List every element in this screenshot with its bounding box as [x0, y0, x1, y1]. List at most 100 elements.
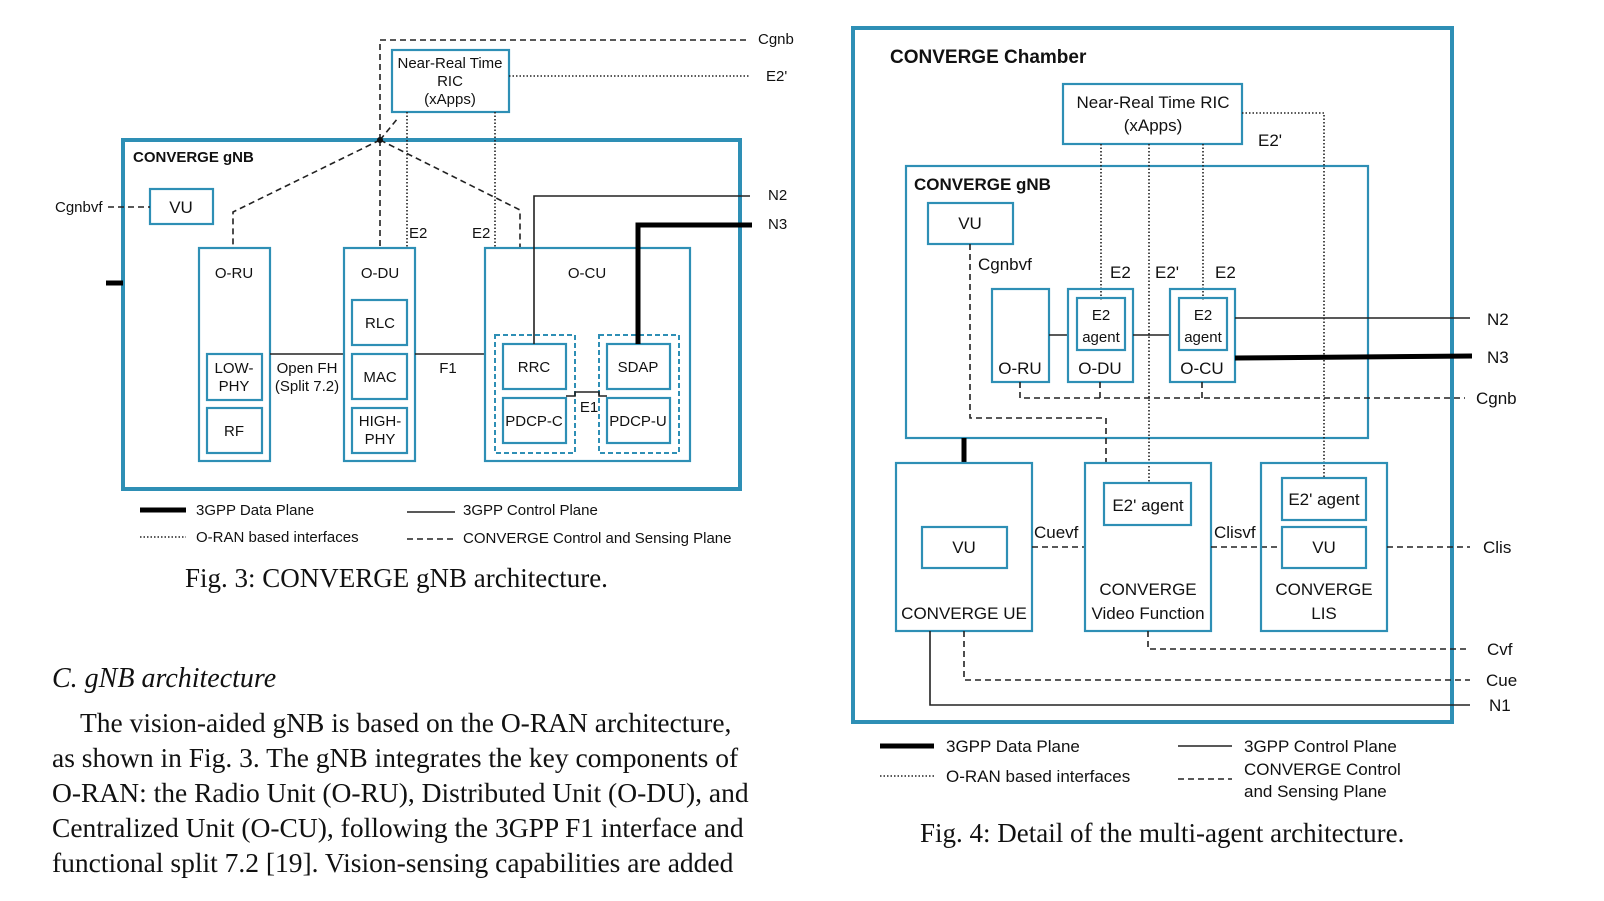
- fig3-odu-label: O-DU: [361, 265, 399, 282]
- fig4-ue-label: CONVERGE UE: [901, 604, 1027, 623]
- fig4-vf-agent-label: E2' agent: [1112, 496, 1184, 515]
- fig3-ctrl-ric: [379, 117, 399, 141]
- fig4-frame-label: CONVERGE Chamber: [890, 47, 1087, 68]
- fig3-up-group: [598, 334, 680, 454]
- fig3-vu-label: VU: [169, 198, 193, 217]
- fig4-lis-agent-label: E2' agent: [1288, 490, 1360, 509]
- fig4-oru-label: O-RU: [998, 359, 1041, 378]
- fig4-gnb-frame: [904, 164, 1370, 440]
- fig3-ctrl-oru: [232, 139, 381, 248]
- fig4-ue-vu-box: [920, 525, 1009, 570]
- fig4-odu-agent-box: [1075, 296, 1127, 352]
- paragraph-line-5: functional split 7.2 [19]. Vision-sensin…: [52, 847, 734, 878]
- fig3-gnb-frame: [121, 138, 742, 491]
- fig3-ctrl-ocu: [379, 139, 521, 248]
- fig3-legend-data: 3GPP Data Plane: [196, 502, 314, 519]
- fig3-pdcpu-box: [605, 396, 672, 445]
- fig3-e1-label: E1: [580, 399, 598, 416]
- fig4-legend-conv-l1: CONVERGE Control: [1244, 760, 1401, 779]
- fig3-cgnbvf-label: Cgnbvf: [55, 199, 103, 216]
- fig3-pdcpc-box: [501, 396, 568, 445]
- fig3-n2-line: [533, 195, 750, 344]
- fig3-lowphy-l2: PHY: [219, 378, 250, 395]
- fig3-e2b-label: E2: [472, 225, 490, 242]
- fig4-e2-right: E2: [1215, 263, 1236, 282]
- fig4-odu-agent-l2: agent: [1082, 329, 1120, 346]
- fig4-gnb-label: CONVERGE gNB: [914, 175, 1051, 194]
- fig4-cgnb-line: [1019, 382, 1465, 399]
- fig3-cp-group: [494, 334, 576, 454]
- fig3-ric-line1: Near-Real Time: [397, 55, 502, 72]
- fig4-n3-line: [1234, 353, 1473, 361]
- fig4-e2p-mid: E2': [1155, 263, 1179, 282]
- fig4-cue-line: [963, 631, 1470, 681]
- fig4-clisvf-label: Clisvf: [1214, 523, 1256, 542]
- fig3-lowphy-box: [205, 352, 264, 402]
- fig4-cue-label: Cue: [1486, 671, 1517, 690]
- fig3-legend-conv: CONVERGE Control and Sensing Plane: [463, 530, 731, 547]
- fig4-legend-data: 3GPP Data Plane: [946, 737, 1080, 756]
- fig4-vf-label-l1: CONVERGE: [1099, 580, 1196, 599]
- fig3-ric-line3: (xApps): [424, 91, 476, 108]
- fig3-cgnb-line: [379, 39, 750, 140]
- fig3-f1-label: F1: [439, 360, 457, 377]
- fig4-ric-l1: Near-Real Time RIC: [1076, 93, 1229, 112]
- fig3-lowphy-l1: LOW-: [215, 360, 254, 377]
- fig3-junction: [377, 137, 383, 143]
- fig3-ocu-box: [483, 246, 692, 463]
- fig3-highphy-box: [350, 406, 409, 455]
- fig4-ue-vu-label: VU: [952, 538, 976, 557]
- fig4-vf-label-l2: Video Function: [1091, 604, 1204, 623]
- fig4-vu-label: VU: [958, 214, 982, 233]
- fig4-e2-left: E2: [1110, 263, 1131, 282]
- fig4-ric-box: [1061, 82, 1244, 146]
- fig3-n3-line: [635, 222, 752, 344]
- fig4-ric-l2: (xApps): [1124, 116, 1183, 135]
- fig4-legend-conv-l2: and Sensing Plane: [1244, 782, 1387, 801]
- fig4-cvf-line: [1147, 631, 1470, 650]
- fig3-mac-label: MAC: [363, 369, 397, 386]
- fig3-ric-line2: RIC: [437, 73, 463, 90]
- fig3-pdcpc-label: PDCP-C: [505, 413, 563, 430]
- fig4-diagram: CONVERGE Chamber Near-Real Time RIC (xAp…: [851, 26, 1517, 801]
- fig4-lis-vu-label: VU: [1312, 538, 1336, 557]
- paragraph-line-2: as shown in Fig. 3. The gNB integrates t…: [52, 742, 739, 773]
- fig3-openfh-l1: Open FH: [277, 360, 338, 377]
- fig4-n2-label: N2: [1487, 310, 1509, 329]
- fig4-ocu-agent-box: [1177, 296, 1229, 352]
- fig4-n1-line: [929, 631, 1470, 706]
- fig4-lis-label-l2: LIS: [1311, 604, 1337, 623]
- fig3-highphy-l1: HIGH-: [359, 413, 402, 430]
- fig4-cgnbvf-label: Cgnbvf: [978, 255, 1032, 274]
- fig4-cvf-label: Cvf: [1487, 640, 1513, 659]
- fig3-diagram: CONVERGE gNB Near-Real Time RIC (xApps) …: [55, 31, 794, 547]
- fig3-e2a-label: E2: [409, 225, 427, 242]
- fig3-e2p-label: E2': [766, 68, 787, 85]
- fig4-cgnbvf-line: [969, 244, 1107, 463]
- fig3-rf-label: RF: [224, 423, 244, 440]
- fig4-chamber-frame: [851, 26, 1454, 724]
- fig4-cuevf-label: Cuevf: [1034, 523, 1079, 542]
- fig3-e1-line: [566, 391, 607, 397]
- fig3-openfh-l2: (Split 7.2): [275, 378, 339, 395]
- fig3-mac-box: [350, 352, 409, 401]
- fig3-oru-label: O-RU: [215, 265, 253, 282]
- fig3-cgnb-label: Cgnb: [758, 31, 794, 48]
- fig4-ocu-agent-l1: E2: [1194, 307, 1212, 324]
- fig3-n3-label: N3: [768, 216, 787, 233]
- fig3-rf-box: [205, 406, 264, 455]
- fig4-lis-label-l1: CONVERGE: [1275, 580, 1372, 599]
- fig4-odu-label: O-DU: [1078, 359, 1121, 378]
- fig4-lis-agent-box: [1280, 476, 1368, 522]
- fig4-ocu-label: O-CU: [1180, 359, 1223, 378]
- fig4-legend-oran: O-RAN based interfaces: [946, 767, 1130, 786]
- paragraph-line-3: O-RAN: the Radio Unit (O-RU), Distribute…: [52, 777, 749, 808]
- section-heading: C. gNB architecture: [52, 663, 277, 694]
- fig3-legend-oran: O-RAN based interfaces: [196, 529, 359, 546]
- fig3-sdap-label: SDAP: [618, 359, 659, 376]
- fig4-e2p-top: E2': [1258, 131, 1282, 150]
- fig3-ocu-label: O-CU: [568, 265, 606, 282]
- fig4-cgnb-label: Cgnb: [1476, 389, 1517, 408]
- paragraph-line-1: The vision-aided gNB is based on the O-R…: [80, 707, 732, 738]
